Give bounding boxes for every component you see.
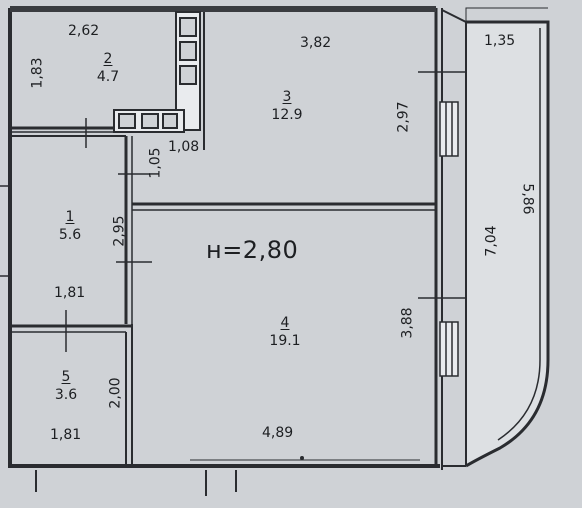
dim-room4-width: 4,89 — [262, 425, 294, 441]
room-3-number: 3 — [282, 89, 292, 105]
dim-room3-height: 2,97 — [395, 101, 412, 133]
room-5: 5 3.6 — [46, 370, 86, 402]
room-1-number: 1 — [65, 209, 75, 225]
dim-room4-height: 3,88 — [399, 307, 416, 339]
balcony-outline — [465, 20, 550, 468]
dim-closet-width: 1,08 — [168, 139, 200, 155]
room-4: 4 19.1 — [260, 316, 310, 348]
bottom-dim-dot — [300, 456, 304, 460]
room-3-area: 12.9 — [271, 107, 303, 123]
room-4-area: 19.1 — [269, 333, 301, 349]
top-wall-band — [10, 6, 436, 12]
window-right-2 — [439, 321, 459, 377]
vent-block-1 — [179, 17, 197, 37]
ceiling-height-label: н=2,80 — [206, 236, 299, 264]
dim-room1-width: 1,81 — [54, 285, 86, 301]
room-1-area: 5.6 — [58, 227, 82, 243]
room-5-area: 3.6 — [54, 387, 78, 403]
room-1: 1 5.6 — [50, 210, 90, 242]
window-right-1 — [439, 101, 459, 157]
room-3: 3 12.9 — [262, 90, 312, 122]
dim-balcony-length: 7,04 — [483, 225, 500, 257]
dim-balcony-width: 1,35 — [484, 33, 516, 49]
room-4-number: 4 — [280, 315, 290, 331]
dim-room5-width: 1,81 — [50, 427, 82, 443]
entrance-mark-1 — [35, 470, 237, 496]
dim-room2-height: 1,83 — [29, 57, 46, 89]
balcony-top-cap — [441, 9, 467, 467]
room-2: 2 4.7 — [88, 52, 128, 84]
balcony-inner-curve — [497, 28, 541, 441]
room-2-number: 2 — [103, 51, 113, 67]
vent-block-4 — [118, 113, 136, 129]
vent-block-3 — [179, 65, 197, 85]
dim-room5-height: 2,00 — [107, 377, 124, 409]
window-right-2-lines — [445, 322, 453, 376]
dim-room1-height: 2,95 — [111, 215, 128, 247]
dim-room2-width: 2,62 — [68, 23, 100, 39]
room-2-area: 4.7 — [96, 69, 120, 85]
room-5-number: 5 — [61, 369, 71, 385]
window-right-1-lines — [445, 102, 453, 156]
dim-balcony-outer: 5,86 — [519, 183, 536, 215]
dim-door-height: 1,05 — [147, 147, 164, 179]
vent-block-5 — [141, 113, 159, 129]
dim-room3-width: 3,82 — [300, 35, 332, 51]
vent-block-2 — [179, 41, 197, 61]
balcony-wall-tick — [465, 7, 548, 22]
vent-block-6 — [162, 113, 178, 129]
